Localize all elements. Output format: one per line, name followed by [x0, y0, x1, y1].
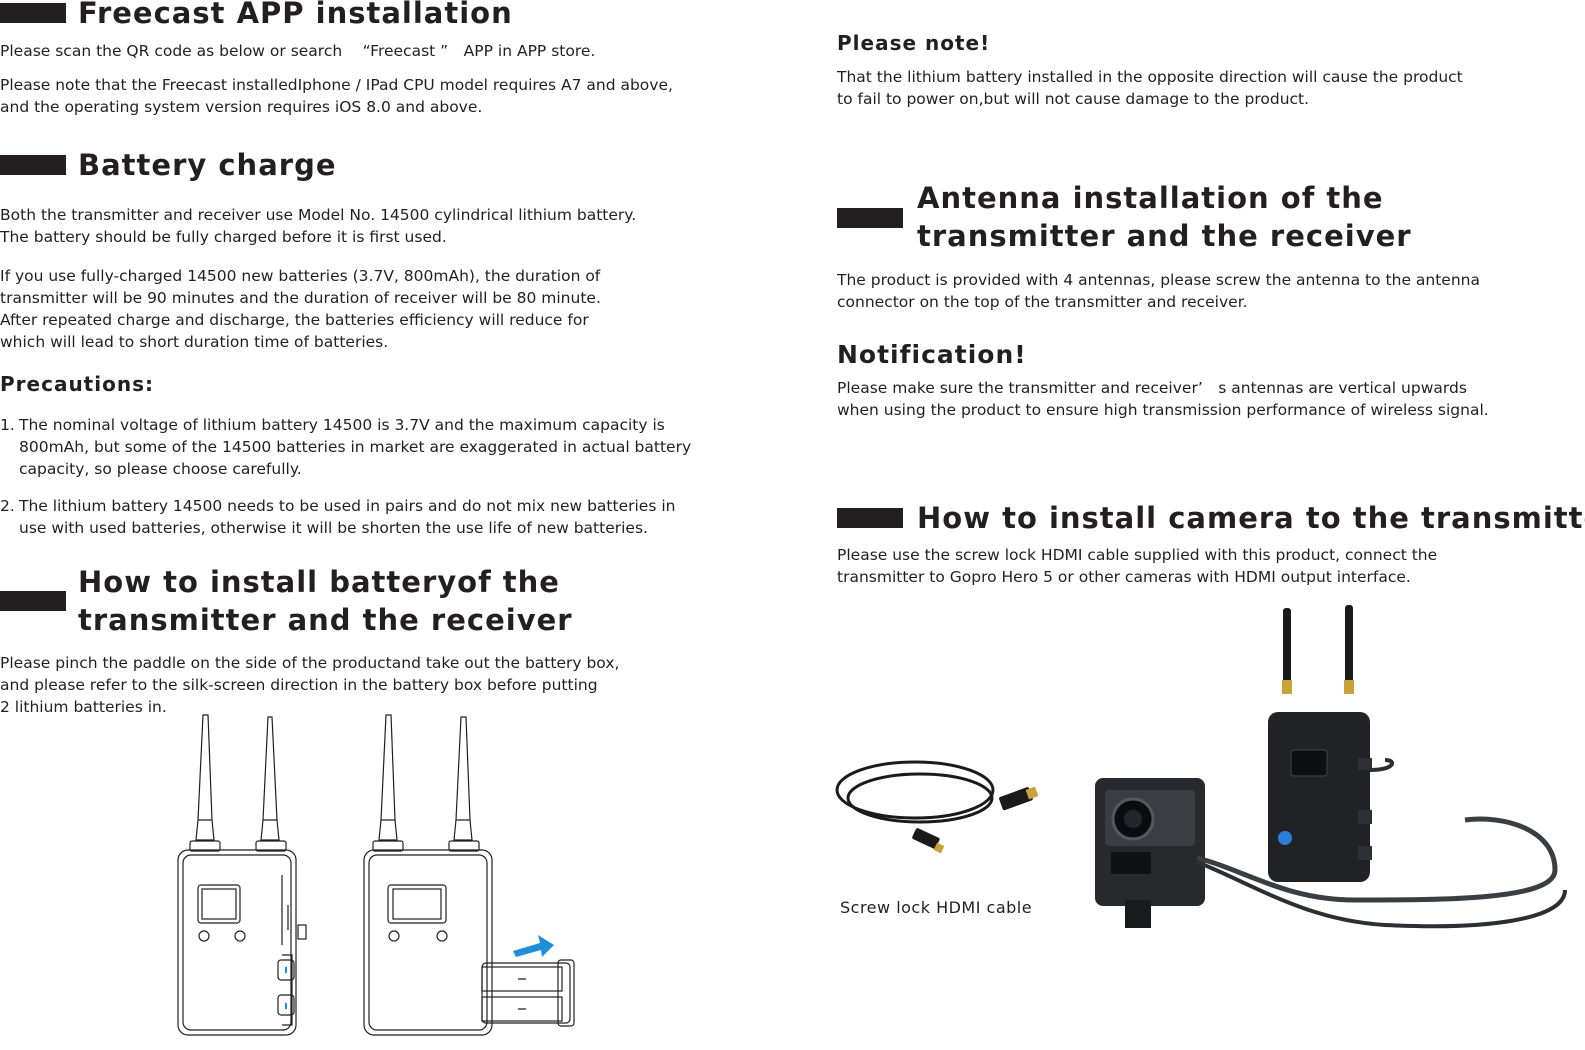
install-battery-line-2: and please refer to the silk-screen dire… — [0, 676, 598, 694]
section-title-camera: How to install camera to the transmitter — [917, 501, 1585, 535]
heading-bar — [0, 591, 66, 611]
app-line-3: and the operating system version require… — [0, 98, 483, 116]
camera-transmitter-image — [1095, 605, 1567, 929]
heading-bar — [837, 208, 903, 228]
battery-p2-line-4: which will lead to short duration time o… — [0, 333, 389, 351]
app-line-2: Please note that the Freecast installedI… — [0, 76, 673, 94]
list-item: 1. The nominal voltage of lithium batter… — [0, 414, 691, 480]
battery-p2-line-2: transmitter will be 90 minutes and the d… — [0, 289, 601, 307]
cable-caption: Screw lock HDMI cable — [840, 898, 1033, 917]
battery-p1-line-2: The battery should be fully charged befo… — [0, 228, 447, 246]
precautions-list: 1. The nominal voltage of lithium batter… — [0, 414, 691, 539]
notification-line-2: when using the product to ensure high tr… — [837, 401, 1489, 419]
battery-p2-line-3: After repeated charge and discharge, the… — [0, 311, 589, 329]
list-number: 1. — [0, 416, 15, 434]
section-title-app: Freecast APP installation — [78, 0, 513, 30]
list-line: The nominal voltage of lithium battery 1… — [19, 416, 665, 434]
camera-line-2: transmitter to Gopro Hero 5 or other cam… — [837, 568, 1411, 586]
precautions-title: Precautions: — [0, 372, 154, 396]
section-title-battery: Battery charge — [78, 148, 337, 182]
list-line: use with used batteries, otherwise it wi… — [19, 519, 648, 537]
antenna-line-2: connector on the top of the transmitter … — [837, 293, 1248, 311]
battery-p2-line-1: If you use fully-charged 14500 new batte… — [0, 267, 601, 285]
battery-p1-line-1: Both the transmitter and receiver use Mo… — [0, 206, 637, 224]
hdmi-cable-image — [835, 760, 1039, 854]
list-number: 2. — [0, 497, 15, 515]
list-line: 800mAh, but some of the 14500 batteries … — [19, 438, 692, 456]
list-item: 2. The lithium battery 14500 needs to be… — [0, 495, 691, 539]
antenna-line-1: The product is provided with 4 antennas,… — [837, 271, 1480, 289]
note-line-1: That the lithium battery installed in th… — [837, 68, 1463, 86]
list-line: capacity, so please choose carefully. — [19, 460, 302, 478]
notification-line-1: Please make sure the transmitter and rec… — [837, 379, 1467, 397]
device-drawing-open — [363, 714, 575, 1036]
notification-title: Notification! — [837, 340, 1027, 369]
heading-bar — [0, 155, 66, 175]
note-line-2: to fail to power on,but will not cause d… — [837, 90, 1310, 108]
camera-line-1: Please use the screw lock HDMI cable sup… — [837, 546, 1438, 564]
section-title-install-battery-1: How to install batteryof the — [78, 565, 560, 599]
app-line-1: Please scan the QR code as below or sear… — [0, 42, 596, 60]
note-title: Please note! — [837, 31, 991, 55]
install-battery-line-3: 2 lithium batteries in. — [0, 698, 167, 716]
device-drawing-closed — [177, 714, 307, 1036]
list-line: The lithium battery 14500 needs to be us… — [19, 497, 676, 515]
section-title-install-battery-2: transmitter and the receiver — [78, 603, 573, 637]
heading-bar — [837, 508, 903, 528]
section-title-antenna-1: Antenna installation of the — [917, 181, 1384, 215]
install-battery-line-1: Please pinch the paddle on the side of t… — [0, 654, 620, 672]
heading-bar — [0, 3, 66, 23]
section-title-antenna-2: transmitter and the receiver — [917, 219, 1412, 253]
